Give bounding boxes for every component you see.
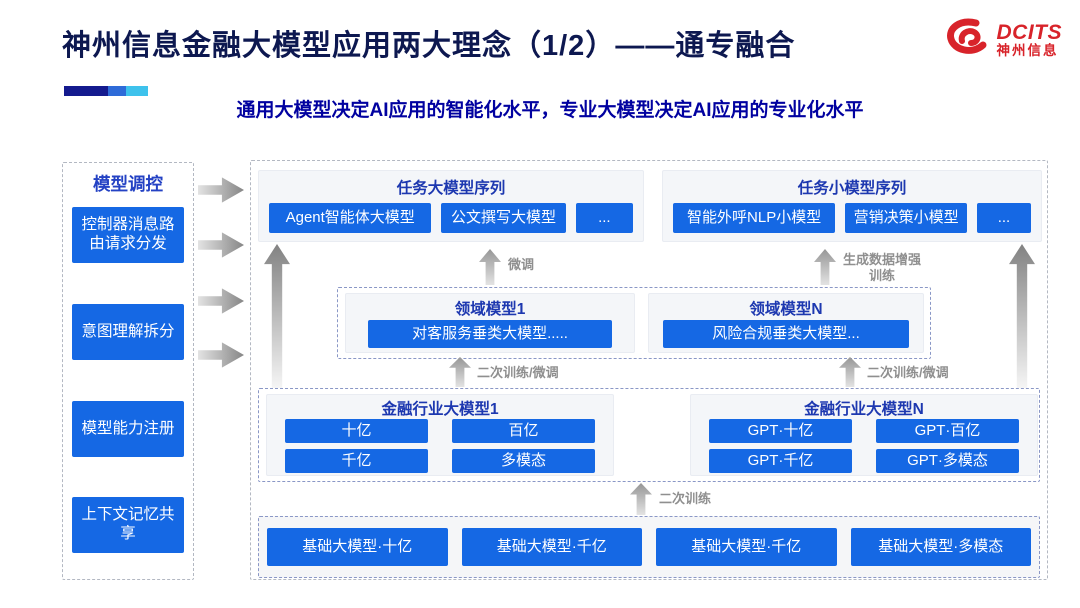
finetune-label: 微调	[508, 257, 535, 272]
logo-cn-text: 神州信息	[996, 43, 1059, 59]
model-box-gpt-multimodal: GPT·多模态	[876, 449, 1019, 473]
model-box-gpt-10b: GPT·百亿	[876, 419, 1019, 443]
model-box-gpt-1b: GPT·十亿	[709, 419, 852, 443]
sidebar-item-context: 上下文记忆共享	[72, 497, 184, 553]
task-small-model-title: 任务小模型序列	[797, 180, 907, 197]
domain-model-n-group: 领域模型N 风险合规垂类大模型...	[648, 293, 924, 353]
main-diagram-container	[250, 160, 1048, 580]
retrain-finetune-label-left: 二次训练/微调	[477, 365, 559, 380]
flow-arrow-right-1	[198, 177, 244, 203]
model-box-100b: 千亿	[285, 449, 428, 473]
industry-model-1-title: 金融行业大模型1	[381, 401, 499, 418]
model-box-gpt-100b: GPT·千亿	[709, 449, 852, 473]
subtitle: 通用大模型决定AI应用的智能化水平，专业大模型决定AI应用的专业化水平	[236, 100, 864, 121]
sidebar-item-intent: 意图理解拆分	[72, 304, 184, 360]
base-model-container: 基础大模型·十亿 基础大模型·千亿 基础大模型·千亿 基础大模型·多模态	[258, 516, 1040, 578]
retrain-finetune-label-right: 二次训练/微调	[867, 365, 949, 380]
domain-model-1-group: 领域模型1 对客服务垂类大模型.....	[345, 293, 635, 353]
industry-model-n-group: 金融行业大模型N GPT·十亿 GPT·百亿 GPT·千亿 GPT·多模态	[690, 394, 1038, 476]
model-box-1b: 十亿	[285, 419, 428, 443]
accent-bar	[64, 86, 148, 96]
industry-model-1-group: 金融行业大模型1 十亿 百亿 千亿 多模态	[266, 394, 614, 476]
model-box-10b: 百亿	[452, 419, 595, 443]
model-box-customer-service: 对客服务垂类大模型.....	[368, 320, 612, 348]
dcits-swirl-icon	[945, 18, 991, 63]
model-control-panel: 模型调控 控制器消息路由请求分发 意图理解拆分 模型能力注册 上下文记忆共享	[62, 162, 194, 580]
sidebar-item-router: 控制器消息路由请求分发	[72, 207, 184, 263]
model-box-base-100b-a: 基础大模型·千亿	[461, 528, 642, 566]
model-box-nlp-callout: 智能外呼NLP小模型	[673, 203, 836, 233]
model-box-base-100b-b: 基础大模型·千亿	[656, 528, 837, 566]
page-title: 神州信息金融大模型应用两大理念（1/2）——通专融合	[62, 30, 796, 62]
logo-brand-text: DCITS	[996, 21, 1062, 45]
flow-arrow-right-3	[198, 288, 244, 314]
model-box-more-large: ...	[575, 203, 633, 233]
task-large-model-group: 任务大模型序列 Agent智能体大模型 公文撰写大模型 ...	[258, 170, 644, 242]
model-box-base-1b: 基础大模型·十亿	[267, 528, 448, 566]
model-box-marketing: 营销决策小模型	[845, 203, 967, 233]
retrain-label: 二次训练	[659, 491, 712, 506]
flow-arrow-right-2	[198, 232, 244, 258]
model-box-base-multimodal: 基础大模型·多模态	[850, 528, 1031, 566]
model-box-document: 公文撰写大模型	[441, 203, 566, 233]
model-control-title: 模型调控	[93, 174, 163, 194]
model-box-multimodal: 多模态	[452, 449, 595, 473]
model-box-more-small: ...	[976, 203, 1031, 233]
task-small-model-group: 任务小模型序列 智能外呼NLP小模型 营销决策小模型 ...	[662, 170, 1042, 242]
domain-model-n-title: 领域模型N	[749, 301, 823, 318]
sidebar-item-register: 模型能力注册	[72, 401, 184, 457]
task-large-model-title: 任务大模型序列	[396, 180, 506, 197]
model-box-risk-compliance: 风险合规垂类大模型...	[663, 320, 909, 348]
gen-data-label: 生成数据增强训练	[842, 252, 921, 284]
flow-arrow-right-4	[198, 342, 244, 368]
dcits-logo: DCITS 神州信息	[945, 18, 1063, 63]
domain-model-1-title: 领域模型1	[454, 301, 526, 318]
model-box-agent: Agent智能体大模型	[269, 203, 432, 233]
industry-model-n-title: 金融行业大模型N	[804, 401, 924, 418]
